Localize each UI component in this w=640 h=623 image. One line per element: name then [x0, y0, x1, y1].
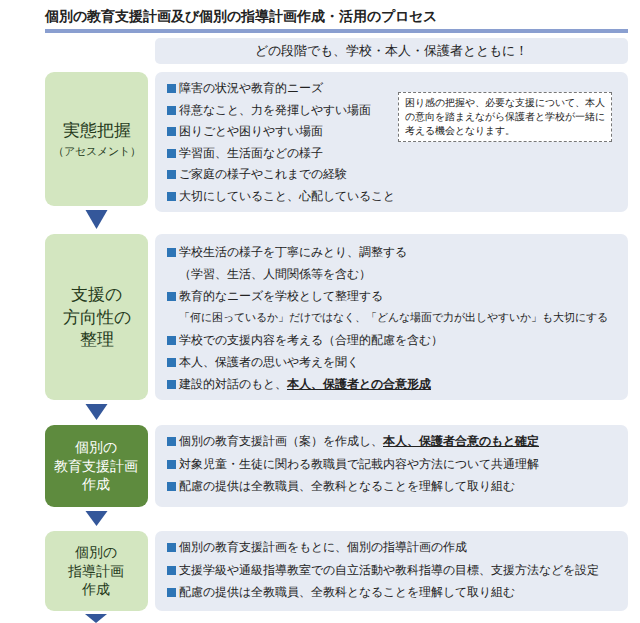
item-text: 学校での支援内容を考える（合理的配慮を含む）	[179, 333, 443, 347]
item-text: 配慮の提供は全教職員、全教科となることを理解して取り組む	[179, 479, 515, 493]
note-text: 困り感の把握や、必要な支援について、本人の意向を踏まえながら保護者と学校が一緒に…	[405, 96, 605, 137]
bullet-line: 学習面、生活面などの様子	[167, 143, 620, 165]
bullet-line: 個別の教育支援計画をもとに、個別の指導計画の作成	[167, 536, 620, 559]
content-panel: 障害の状況や教育的ニーズ得意なこと、力を発揮しやすい場面困りごとや困りやすい場面…	[155, 72, 628, 212]
title-rule	[45, 29, 628, 33]
item-text: 「何に困っているか」だけではなく、「どんな場面で力が出しやすいか」も大切にする	[179, 311, 608, 324]
item-text: 個別の教育支援計画をもとに、個別の指導計画の作成	[179, 540, 467, 554]
bullet-line: 建設的対話のもと、本人、保護者との合意形成	[167, 373, 620, 395]
bullet-line: 対象児童・生徒に関わる教職員で記載内容や方法について共通理解	[167, 453, 620, 476]
step-label: 個別の 教育支援計画 作成	[45, 425, 148, 507]
bullet-line: 学校での支援内容を考える（合理的配慮を含む）	[167, 329, 620, 351]
bullet-line: 大切にしていること、心配していること	[167, 186, 620, 208]
item-text: 配慮の提供は全教職員、全教科となることを理解して取り組む	[179, 585, 515, 599]
item-text: 対象児童・生徒に関わる教職員で記載内容や方法について共通理解	[179, 457, 539, 471]
item-text: 学習面、生活面などの様子	[179, 146, 323, 160]
item-text: 個別の教育支援計画（案）を作成し、	[179, 434, 383, 448]
emphasis-text: 本人、保護者合意のもと確定	[383, 434, 539, 448]
header-text: どの段階でも、学校・本人・保護者とともに！	[255, 43, 528, 60]
item-text: （学習、生活、人間関係等を含む）	[179, 267, 371, 281]
bullet-line: 教育的なニーズを学校として整理する	[167, 285, 620, 307]
bullet-line: 「何に困っているか」だけではなく、「どんな場面で力が出しやすいか」も大切にする	[167, 307, 620, 329]
step-title: 個別の 教育支援計画 作成	[53, 438, 140, 495]
bullet-line: 配慮の提供は全教職員、全教科となることを理解して取り組む	[167, 581, 620, 604]
bullet-line: 本人、保護者の思いや考えを聞く	[167, 351, 620, 373]
item-text: 障害の状況や教育的ニーズ	[179, 81, 323, 95]
bullet-line: （学習、生活、人間関係等を含む）	[167, 263, 620, 285]
bullet-line: ご家庭の様子やこれまでの経験	[167, 164, 620, 186]
step-title: 個別の 指導計画 作成	[53, 543, 140, 600]
content-panel: 学校生活の様子を丁寧にみとり、調整する （学習、生活、人間関係等を含む） 教育的なニ…	[155, 234, 628, 400]
item-text: 本人、保護者の思いや考えを聞く	[179, 355, 359, 369]
step-title: 支援の 方向性の 整理	[57, 283, 135, 352]
item-text: 大切にしていること、心配していること	[179, 189, 395, 203]
step-label: 支援の 方向性の 整理	[45, 234, 148, 400]
step-label: 実態把握 （アセスメント）	[45, 72, 148, 206]
step-label: 個別の 指導計画 作成	[45, 531, 148, 611]
header-band: どの段階でも、学校・本人・保護者とともに！	[155, 38, 628, 64]
content-panel: 個別の教育支援計画をもとに、個別の指導計画の作成支援学級や通級指導教室での自立活…	[155, 531, 628, 611]
emphasis-text: 本人、保護者との合意形成	[287, 377, 431, 391]
item-text: 教育的なニーズを学校として整理する	[179, 289, 383, 303]
step-title: 実態把握	[63, 119, 131, 142]
note-box: 困り感の把握や、必要な支援について、本人の意向を踏まえながら保護者と学校が一緒に…	[398, 92, 612, 142]
diagram-title: 個別の教育支援計画及び個別の指導計画作成・活用のプロセス	[45, 8, 437, 26]
item-text: 困りごとや困りやすい場面	[179, 124, 323, 138]
flow-arrow	[86, 210, 108, 229]
bullet-line: 個別の教育支援計画（案）を作成し、本人、保護者合意のもと確定	[167, 430, 620, 453]
continue-arrow	[85, 614, 107, 623]
flow-arrow	[86, 511, 108, 526]
flow-arrow	[86, 404, 108, 420]
bullet-line: 学校生活の様子を丁寧にみとり、調整する	[167, 241, 620, 263]
bullet-line: 配慮の提供は全教職員、全教科となることを理解して取り組む	[167, 475, 620, 498]
item-text: 建設的対話のもと、	[179, 377, 287, 391]
item-text: 得意なこと、力を発揮しやすい場面	[179, 103, 371, 117]
content-panel: 個別の教育支援計画（案）を作成し、本人、保護者合意のもと確定対象児童・生徒に関わ…	[155, 425, 628, 507]
step-subtitle: （アセスメント）	[53, 144, 141, 158]
item-text: 学校生活の様子を丁寧にみとり、調整する	[179, 245, 407, 259]
bullet-line: 支援学級や通級指導教室での自立活動や教科指導の目標、支援方法などを設定	[167, 559, 620, 582]
item-text: ご家庭の様子やこれまでの経験	[179, 167, 347, 181]
item-text: 支援学級や通級指導教室での自立活動や教科指導の目標、支援方法などを設定	[179, 563, 599, 577]
